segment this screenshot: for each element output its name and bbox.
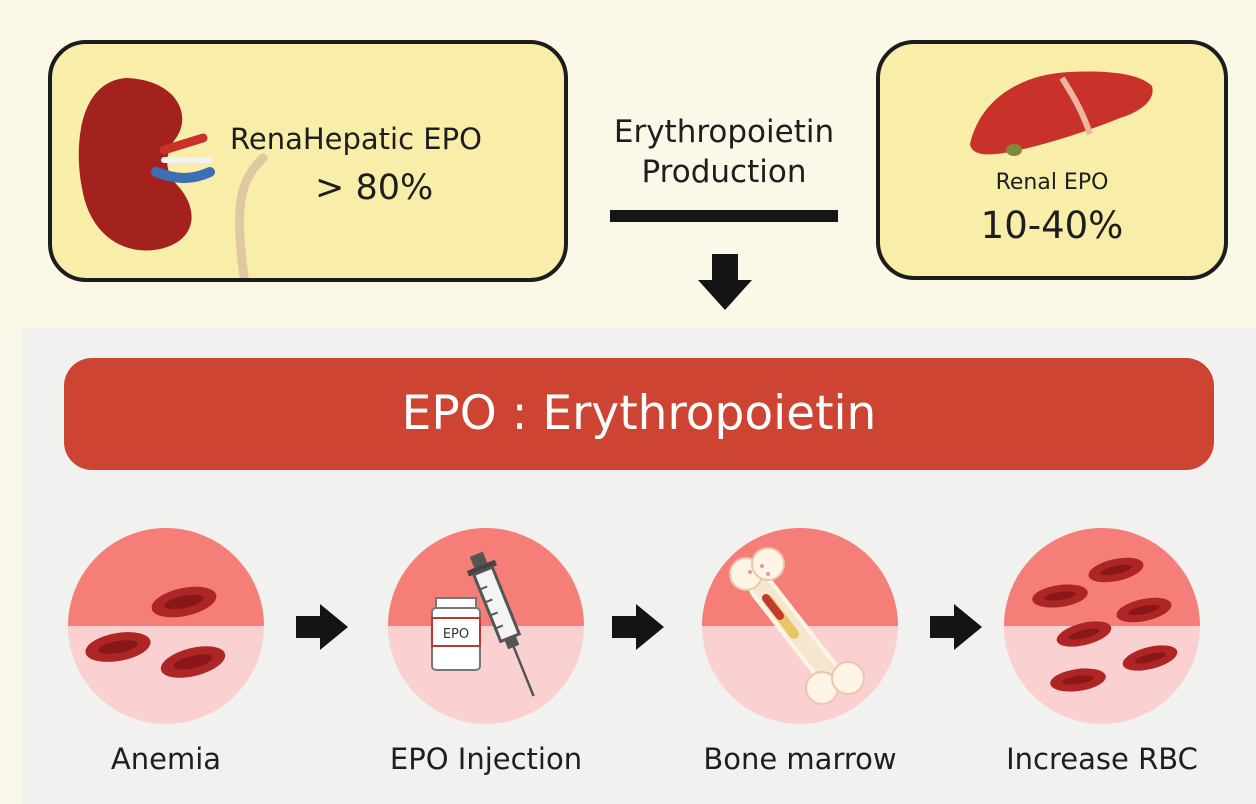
vial-label: EPO <box>443 627 469 642</box>
red-blood-cells-icon <box>85 586 226 678</box>
production-label: Erythropoietin Production <box>572 112 876 192</box>
syringe-vial-icon: EPO <box>431 551 535 697</box>
step-bone-label: Bone marrow <box>703 742 897 776</box>
step-injection-circle: EPO <box>388 528 584 724</box>
liver-icon <box>970 71 1153 156</box>
bone-icon <box>729 547 865 705</box>
step-bone-circle <box>702 528 898 724</box>
kidney-icon <box>78 78 268 278</box>
arrow-right-icon <box>296 604 348 650</box>
renal-epo-card: RenaHepatic EPO > 80% <box>48 40 568 282</box>
step-rbc-label: Increase RBC <box>1006 742 1198 776</box>
production-label-line1: Erythropoietin <box>613 114 835 150</box>
hepatic-epo-card: Renal EPO 10-40% <box>876 40 1228 280</box>
divider-bar <box>610 210 838 222</box>
many-red-blood-cells-icon <box>1032 557 1178 692</box>
step-anemia-label: Anemia <box>110 742 222 776</box>
arrow-down-icon <box>698 254 752 310</box>
production-label-line2: Production <box>641 154 807 190</box>
step-anemia-circle <box>68 528 264 724</box>
arrow-right-icon <box>612 604 664 650</box>
banner-title: EPO : Erythropoietin <box>401 386 877 441</box>
arrow-right-icon <box>930 604 982 650</box>
step-rbc-circle <box>1004 528 1200 724</box>
step-injection-label: EPO Injection <box>389 742 583 776</box>
hepatic-epo-value: 10-40% <box>980 204 1124 247</box>
hepatic-epo-label: Renal EPO <box>995 170 1109 195</box>
epo-title-banner: EPO : Erythropoietin <box>64 358 1214 470</box>
renal-epo-label: RenaHepatic EPO <box>230 122 482 156</box>
renal-epo-value: > 80% <box>315 168 434 208</box>
